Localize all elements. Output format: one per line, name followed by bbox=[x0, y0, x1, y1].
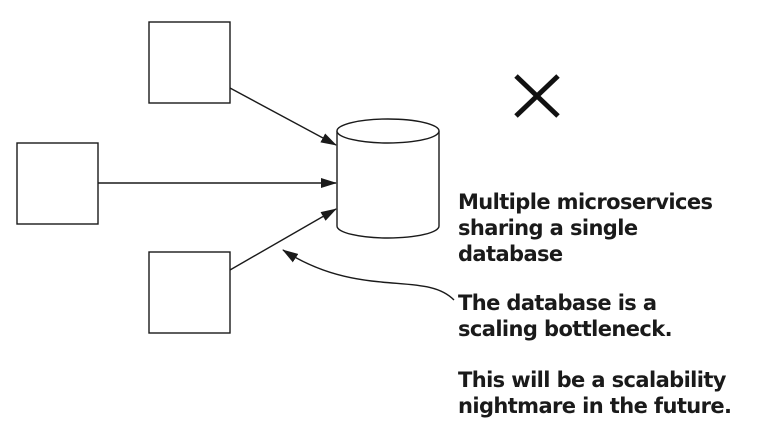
annotation-pointer bbox=[282, 249, 455, 301]
annotation-scalability-nightmare: This will be a scalability nightmare in … bbox=[458, 368, 732, 418]
database-top bbox=[336, 118, 440, 144]
edge-bottom-to-database bbox=[229, 208, 337, 271]
service-box-bottom bbox=[148, 251, 231, 334]
cross-icon bbox=[514, 74, 560, 118]
annotation-scaling-bottleneck: The database is a scaling bottleneck. bbox=[458, 291, 673, 341]
edge-top-to-database bbox=[229, 87, 337, 146]
database-body bbox=[336, 131, 440, 239]
service-box-top bbox=[148, 21, 231, 104]
service-box-middle bbox=[16, 142, 99, 225]
annotation-shared-database: Multiple microservices sharing a single … bbox=[458, 190, 713, 266]
database-cylinder bbox=[336, 118, 440, 239]
